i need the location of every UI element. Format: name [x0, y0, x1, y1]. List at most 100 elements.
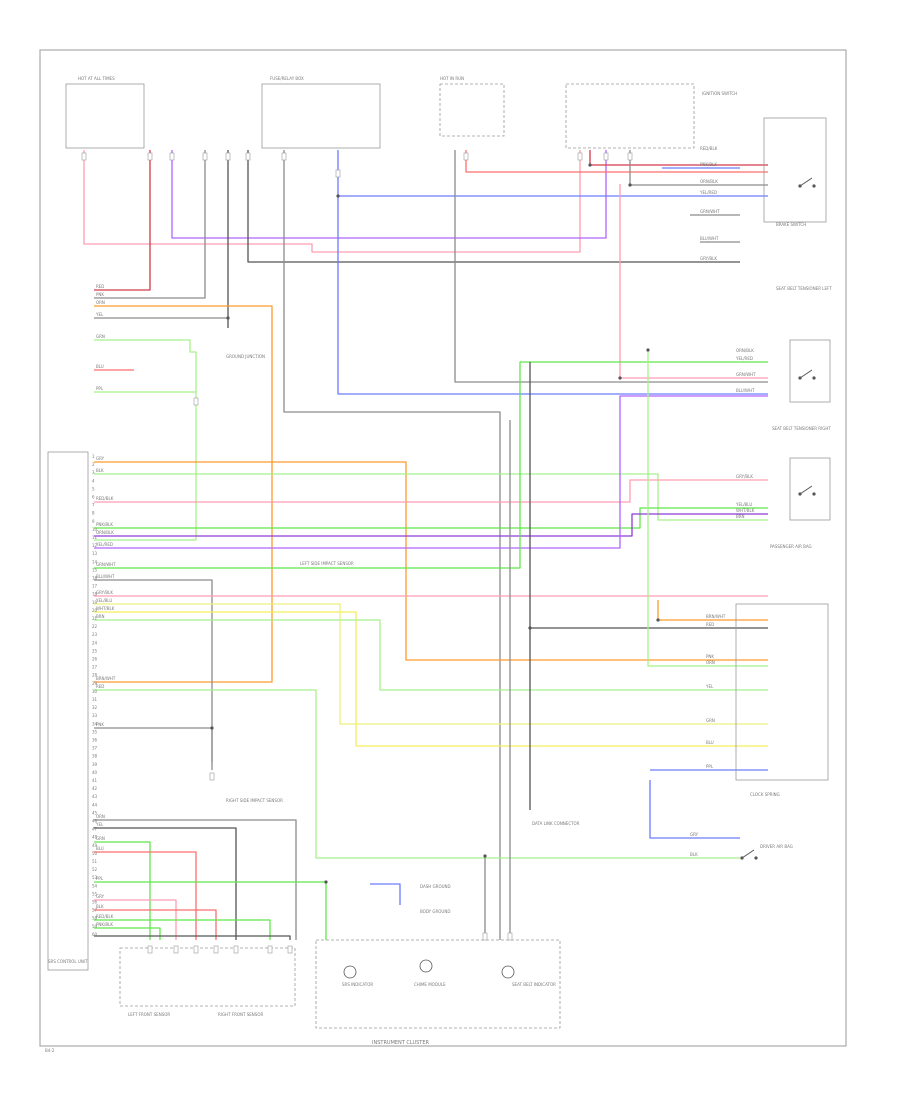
wire-tag-20: RED	[96, 684, 104, 689]
srs-pin-48: 48	[92, 835, 98, 840]
srs-pin-38: 38	[92, 754, 98, 759]
side-sensor-l-label: LEFT SIDE IMPACT SENSOR	[300, 561, 354, 566]
wire-yellow-1	[94, 611, 768, 747]
connector-pin-9	[577, 152, 583, 161]
connector-pin-0	[81, 152, 87, 161]
connector-pin-17	[267, 945, 273, 954]
connector-pin-15	[213, 945, 219, 954]
fuse-box-right	[439, 83, 505, 137]
wire-dkred-2	[589, 150, 768, 166]
wire-blue-gnd	[370, 883, 401, 905]
srs-pin-7: 7	[92, 503, 95, 508]
wire-tag-9: RED/BLK	[96, 496, 114, 501]
wire-tag-55: GRY/BLK	[700, 256, 717, 261]
srs-pin-36: 36	[92, 738, 98, 743]
fuse-box-left	[65, 83, 145, 149]
driver-airbag-contact-a	[798, 492, 802, 496]
splice-dot-3	[528, 626, 532, 630]
srs-pin-21: 21	[92, 616, 98, 621]
wire-lgreen-5	[94, 689, 740, 859]
clock-spring-contact-b	[754, 856, 758, 860]
passenger-airbag-contact-a	[798, 376, 802, 380]
fuse-box-label: FUSE/RELAY BOX	[270, 76, 304, 81]
dash-ground-label: DASH GROUND	[420, 884, 451, 889]
srs-pin-53: 53	[92, 875, 98, 880]
wire-pink-top	[83, 150, 581, 253]
srs-pin-13: 13	[92, 551, 98, 556]
wire-dkgray-4	[94, 935, 291, 940]
srs-pin-54: 54	[92, 883, 98, 888]
wire-pink-5	[94, 899, 177, 940]
chime-label: CHIME MODULE	[414, 982, 446, 987]
wire-lgreen-v	[647, 350, 768, 667]
wire-tag-46: PPL	[706, 764, 714, 769]
driver-airbag-contact	[799, 485, 813, 495]
wire-tag-48: BLK	[690, 852, 698, 857]
srs-pin-9: 9	[92, 519, 95, 524]
srs-pin-15: 15	[92, 567, 98, 572]
wire-gray-2	[283, 150, 501, 940]
wire-tag-16: YEL/BLU	[95, 598, 112, 603]
wire-tag-17: WHT/BLK	[96, 606, 115, 611]
wire-dkgray-2	[247, 150, 740, 263]
wire-tag-27: GRY	[96, 894, 105, 899]
wire-green-4	[94, 881, 327, 940]
wire-gray-8	[94, 579, 213, 770]
wire-tag-42: ORN	[706, 660, 715, 665]
wire-blue-top	[337, 150, 768, 395]
connector-pin-16	[233, 945, 239, 954]
wire-tag-23: YEL	[95, 822, 104, 827]
srs-pin-31: 31	[92, 697, 98, 702]
wire-violet-2	[94, 395, 768, 549]
wire-tag-22: ORN	[96, 814, 105, 819]
wire-tag-30: PNK/BLK	[96, 922, 113, 927]
wire-tag-32: YEL/RED	[735, 356, 753, 361]
srs-pin-14: 14	[92, 559, 98, 564]
brake-switch-contact-a	[798, 184, 802, 188]
brake-switch-contact-b	[812, 184, 816, 188]
ign-switch-label: IGNITION SWITCH	[702, 91, 737, 96]
wire-purple-1	[94, 513, 768, 537]
srs-pin-27: 27	[92, 665, 98, 670]
srs-pin-58: 58	[92, 916, 98, 921]
wire-tag-24: GRN	[96, 836, 105, 841]
wire-orange-1	[94, 305, 273, 683]
connector-pin-10	[603, 152, 609, 161]
wire-green-2	[94, 361, 768, 569]
srs-pin-29: 29	[92, 681, 98, 686]
wire-tag-37: WHT/BLK	[736, 508, 755, 513]
connector-pin-4	[225, 152, 231, 161]
wire-tag-3: YEL	[95, 312, 104, 317]
connector-pin-22	[193, 397, 199, 406]
connector-pin-18	[287, 945, 293, 954]
wire-pink-3	[94, 479, 768, 503]
relay-box-dashed	[565, 83, 695, 149]
splice-dot-4	[656, 618, 660, 622]
wire-violet-top	[171, 150, 607, 239]
connector-pin-3	[202, 152, 208, 161]
seat-belt-left-label: SEAT BELT TENSIONER LEFT	[776, 286, 832, 291]
srs-pin-51: 51	[92, 859, 98, 864]
front-sensor-r-label: RIGHT FRONT SENSOR	[218, 1012, 263, 1017]
srs-indicator-label: SRS INDICATOR	[342, 982, 373, 987]
wire-tag-54: BLU/WHT	[700, 236, 719, 241]
wire-lyellow-1	[94, 603, 768, 725]
wire-tag-28: BLK	[96, 904, 104, 909]
srs-pin-12: 12	[92, 543, 98, 548]
splice-dot-9	[588, 163, 592, 167]
srs-unit-label: SRS CONTROL UNIT	[48, 959, 88, 964]
srs-pin-60: 60	[92, 932, 98, 937]
srs-pin-46: 46	[92, 819, 98, 824]
wire-red-4	[94, 909, 217, 940]
wire-lgreen-4	[94, 619, 768, 691]
srs-unit-box	[47, 451, 89, 971]
driver-airbag-label: DRIVER AIR BAG	[760, 844, 793, 849]
connector-pin-13	[173, 945, 179, 954]
srs-pin-34: 34	[92, 721, 98, 726]
srs-pin-22: 22	[92, 624, 98, 629]
wire-tag-33: GRN/WHT	[736, 372, 756, 377]
sensor-row-box	[119, 947, 296, 1007]
